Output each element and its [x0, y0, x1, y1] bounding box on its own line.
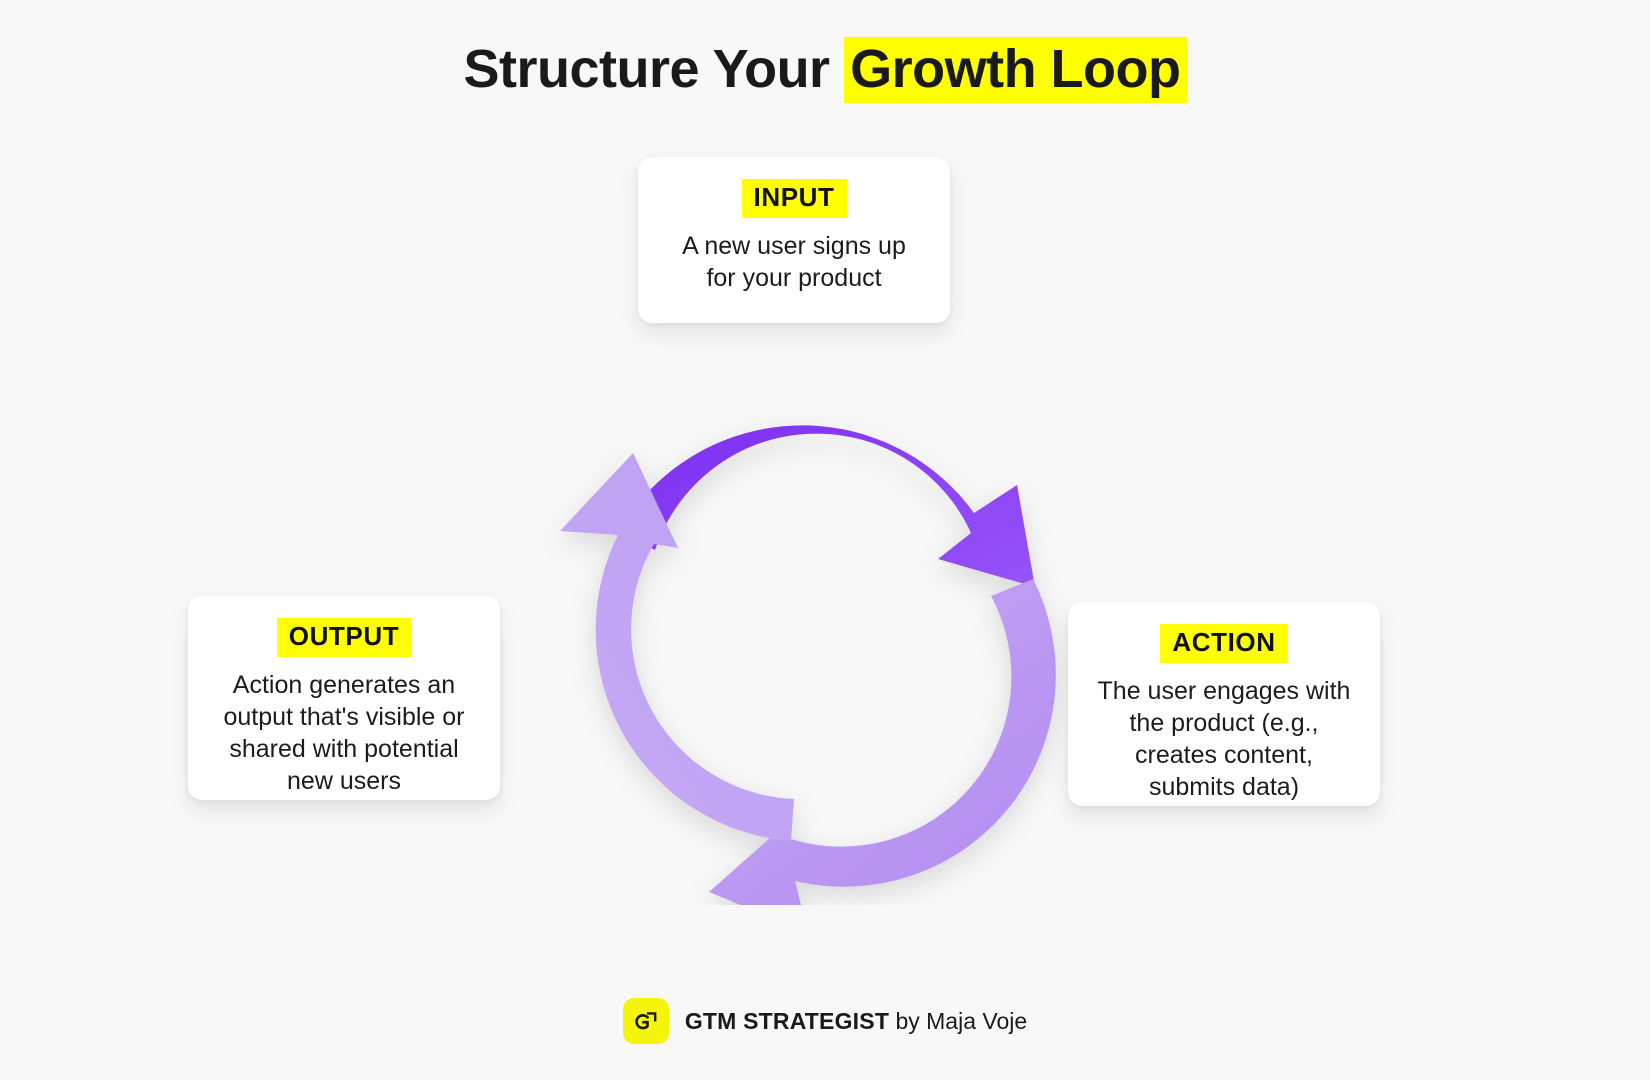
loop-arc-action-to-output: [709, 579, 1056, 905]
page-title: Structure Your Growth Loop: [0, 37, 1650, 103]
footer-text: GTM STRATEGIST by Maja Voje: [685, 1008, 1027, 1035]
card-input-body: A new user signs up for your product: [682, 232, 906, 292]
loop-ring: [515, 335, 1075, 905]
loop-arc-input-to-action: [619, 425, 1035, 587]
footer-brand: GTM STRATEGIST: [684, 1007, 890, 1034]
card-output-body: Action generates an output that's visibl…: [223, 671, 465, 795]
loop-arc-output-to-input: [560, 453, 794, 841]
card-action-body: The user engages with the product (e.g.,…: [1097, 677, 1351, 801]
gtm-logo-icon: [622, 998, 669, 1044]
card-input[interactable]: INPUT A new user signs up for your produ…: [638, 157, 950, 323]
card-input-label: INPUT: [741, 179, 847, 218]
page-title-prefix: Structure Your: [463, 39, 845, 99]
card-action[interactable]: ACTION The user engages with the product…: [1068, 602, 1380, 806]
footer-byline: by Maja Voje: [889, 1007, 1028, 1034]
card-output[interactable]: OUTPUT Action generates an output that's…: [188, 596, 500, 800]
card-action-label: ACTION: [1160, 624, 1288, 663]
card-output-label: OUTPUT: [276, 618, 412, 657]
footer-branding: GTM STRATEGIST by Maja Voje: [0, 998, 1650, 1044]
page-title-highlight: Growth Loop: [844, 37, 1187, 103]
